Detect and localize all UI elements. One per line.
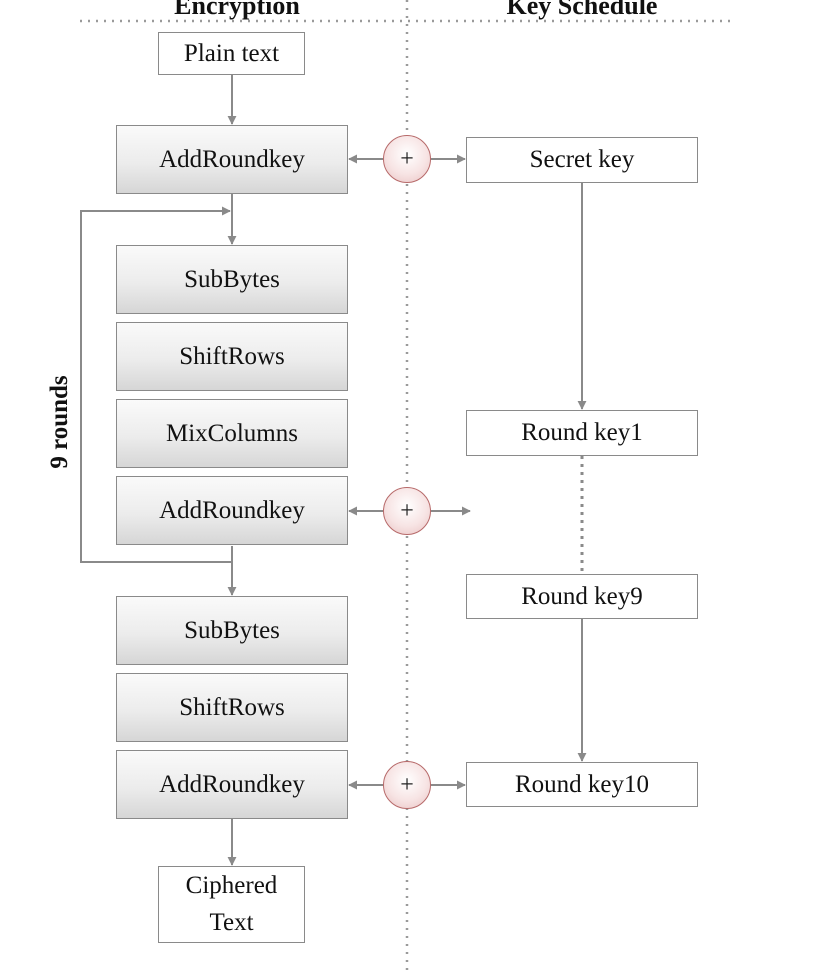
sub-bytes-round: SubBytes	[116, 245, 348, 314]
shift-rows-final: ShiftRows	[116, 673, 348, 742]
xor-node-final: +	[383, 761, 431, 809]
sub-bytes-final: SubBytes	[116, 596, 348, 665]
add-round-key-initial: AddRoundkey	[116, 125, 348, 194]
xor-node-initial: +	[383, 135, 431, 183]
ciphered-text-line1: Ciphered	[185, 872, 278, 900]
rounds-label: 9 rounds	[46, 375, 73, 469]
shift-rows-round: ShiftRows	[116, 322, 348, 391]
xor-node-round: +	[383, 487, 431, 535]
plain-text-box: Plain text	[158, 32, 305, 75]
round-key10-box: Round key10	[466, 762, 698, 807]
ciphered-text-box: Ciphered Text	[158, 866, 305, 943]
ciphered-text-line2: Text	[209, 908, 254, 936]
round-key9-box: Round key9	[466, 574, 698, 619]
encryption-header: Encryption	[174, 0, 300, 20]
mix-columns-round: MixColumns	[116, 399, 348, 468]
add-round-key-final: AddRoundkey	[116, 750, 348, 819]
rounds-loop-arrow	[80, 206, 232, 563]
secret-key-box: Secret key	[466, 137, 698, 183]
add-round-key-round: AddRoundkey	[116, 476, 348, 545]
round-key1-box: Round key1	[466, 410, 698, 456]
key-schedule-header: Key Schedule	[506, 0, 658, 20]
